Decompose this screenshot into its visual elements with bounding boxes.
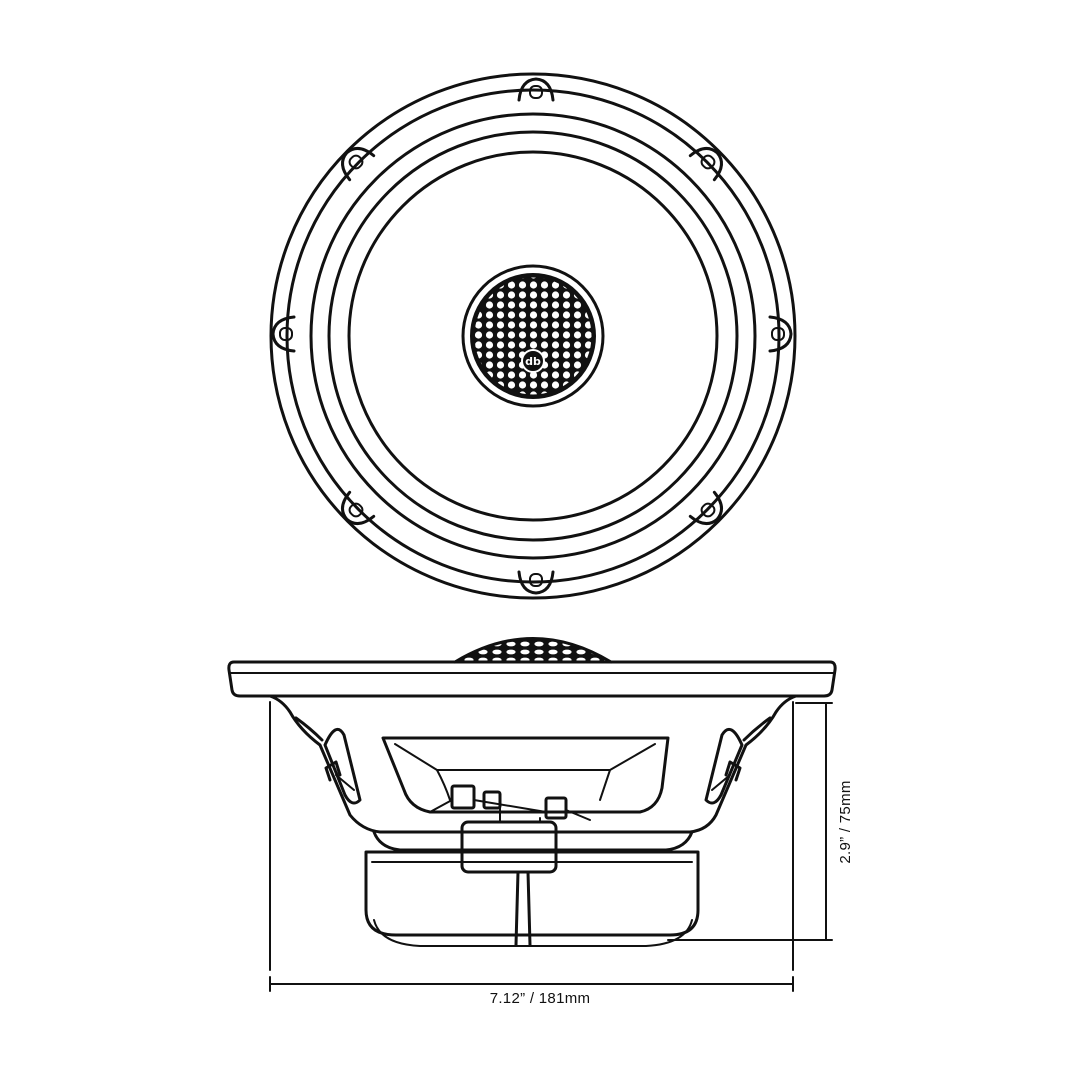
basket-frame <box>268 694 798 834</box>
depth-dimension: 2.9” / 75mm <box>667 702 854 941</box>
mounting-tab-right <box>768 315 793 353</box>
outer-frame-ring <box>269 72 797 600</box>
magnet-assembly <box>364 830 700 947</box>
db-logo: db <box>521 349 545 373</box>
mounting-tab-bottom <box>517 570 555 595</box>
width-dimension-label: 7.12” / 181mm <box>490 990 591 1007</box>
width-dimension: 7.12” / 181mm <box>269 701 794 1007</box>
db-logo-text: db <box>525 355 541 368</box>
mounting-tabs <box>271 77 793 595</box>
surround-rings <box>309 112 757 560</box>
tweeter-dome-side <box>453 637 613 664</box>
speaker-front-view: db <box>269 72 797 600</box>
mounting-tab-bottom-left <box>341 490 376 525</box>
mounting-tab-top-left <box>341 147 376 182</box>
tweeter-grille <box>461 264 605 408</box>
mounting-tab-top <box>517 77 555 102</box>
crossover-capacitor <box>460 804 558 947</box>
mounting-flange <box>227 660 837 698</box>
mounting-tab-top-right <box>688 147 723 182</box>
mounting-tab-left <box>271 315 296 353</box>
depth-dimension-label: 2.9” / 75mm <box>837 780 854 863</box>
speaker-terminals <box>429 784 591 821</box>
mounting-tab-bottom-right <box>688 490 723 525</box>
speaker-side-view: 7.12” / 181mm 2.9” / 75mm <box>227 637 854 1007</box>
